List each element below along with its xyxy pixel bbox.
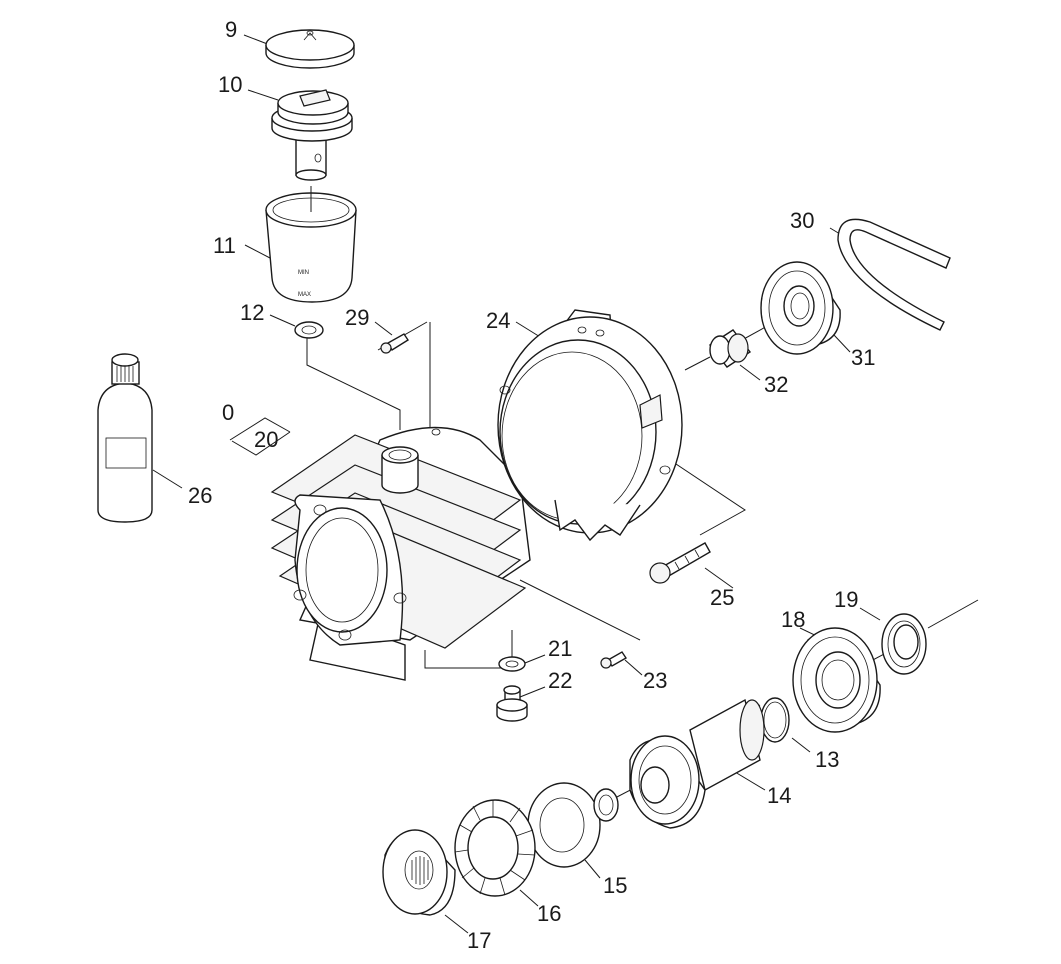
callout-13: 13 [815, 747, 839, 772]
cup-max-mark: MAX [298, 292, 311, 298]
part-26-oil-bottle [97, 353, 153, 523]
callout-16: 16 [537, 901, 561, 926]
cup-min-mark: MIN [298, 270, 309, 276]
callout-32: 32 [764, 372, 788, 397]
callout-17: 17 [467, 928, 491, 953]
callout-29: 29 [345, 305, 369, 330]
callout-24: 24 [486, 308, 510, 333]
callout-9: 9 [225, 17, 237, 42]
callout-19: 19 [834, 587, 858, 612]
bushing [593, 788, 619, 822]
callout-25: 25 [710, 585, 734, 610]
part-20-pump-housing [270, 426, 531, 681]
callout-14: 14 [767, 783, 791, 808]
part-11-oil-cup: MIN MAX [265, 186, 357, 303]
callout-20: 20 [254, 427, 278, 452]
callout-11: 11 [213, 233, 236, 258]
callout-15: 15 [603, 873, 627, 898]
part-32-sleeve [708, 329, 752, 368]
callout-labels: 9 10 11 12 29 24 30 31 32 0 20 26 25 19 … [188, 17, 875, 953]
part-16-needle-cage [454, 799, 536, 897]
part-31-pulley [760, 261, 841, 355]
part-25-screw [649, 542, 711, 584]
part-15-thrust-washer [527, 782, 601, 868]
part-30-v-belt [837, 218, 951, 331]
callout-26: 26 [188, 483, 212, 508]
part-23-screw [600, 651, 627, 669]
callout-10: 10 [218, 72, 242, 97]
callout-18: 18 [781, 607, 805, 632]
part-19-seal [881, 613, 927, 675]
callout-23: 23 [643, 668, 667, 693]
part-13-o-ring [760, 697, 790, 743]
part-18-bearing [792, 627, 881, 733]
part-10-dipstick [271, 89, 353, 181]
part-9-cap [265, 29, 355, 69]
part-14-shaft [629, 698, 765, 829]
part-29-screw [380, 333, 409, 354]
part-17-seal [382, 829, 456, 916]
callout-22: 22 [548, 668, 572, 693]
callout-0: 0 [222, 400, 234, 425]
callout-21: 21 [548, 636, 572, 661]
part-21-washer [498, 656, 526, 672]
part-12-washer [294, 321, 324, 339]
callout-30: 30 [790, 208, 814, 233]
part-22-plug [496, 685, 528, 722]
callout-12: 12 [240, 300, 264, 325]
part-24-housing-ring [497, 309, 683, 542]
callout-31: 31 [851, 345, 875, 370]
